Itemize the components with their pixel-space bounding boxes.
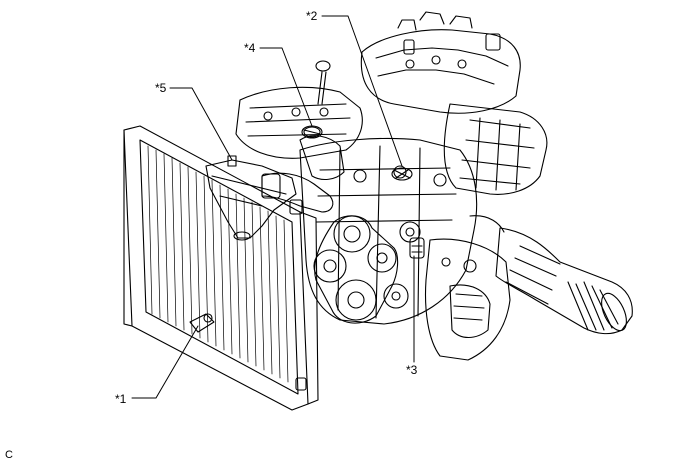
radiator-drain-plug bbox=[189, 313, 215, 333]
pulley-assembly bbox=[313, 215, 421, 324]
callout-label-4: *4 bbox=[244, 41, 256, 55]
transmission-housing bbox=[425, 238, 511, 361]
oil-dipstick bbox=[315, 60, 331, 105]
water-temperature-sensor bbox=[409, 237, 425, 259]
leader-line-4 bbox=[259, 47, 313, 127]
intake-manifold bbox=[360, 11, 521, 114]
leader-line-1 bbox=[131, 325, 199, 399]
cylinder-head-left bbox=[235, 86, 363, 159]
upper-radiator-hose bbox=[261, 126, 345, 213]
leader-line-2 bbox=[321, 15, 403, 167]
leader-lines bbox=[131, 15, 415, 399]
callout-label-3: *3 bbox=[406, 363, 418, 377]
leader-line-5 bbox=[169, 87, 233, 161]
figure-code: C bbox=[5, 449, 13, 461]
catalytic-converter bbox=[469, 215, 633, 335]
engine-block bbox=[299, 137, 478, 325]
thermostat-sensor bbox=[391, 167, 413, 181]
radiator bbox=[123, 125, 319, 411]
callout-label-1: *1 bbox=[115, 392, 127, 406]
callout-label-5: *5 bbox=[155, 81, 167, 95]
cylinder-head-right bbox=[443, 103, 548, 195]
callout-label-2: *2 bbox=[306, 9, 318, 23]
